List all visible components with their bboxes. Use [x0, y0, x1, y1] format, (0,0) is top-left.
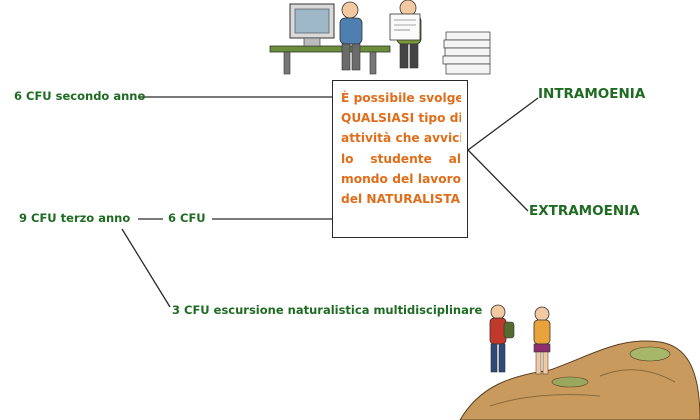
box-line: attività che avvicini [341, 131, 461, 146]
box-line: mondo del lavoro [341, 171, 461, 186]
label-extramoenia: EXTRAMOENIA [529, 203, 640, 219]
label-intramoenia: INTRAMOENIA [538, 86, 646, 102]
line-third-year-to-excursion [121, 228, 171, 308]
line-box-to-extramoenia [467, 149, 529, 212]
hikers-on-hill-illustration-icon [459, 304, 700, 420]
box-line: del NATURALISTA. [341, 192, 461, 207]
box-line: QUALSIASI tipo di [341, 111, 461, 126]
label-6-cfu: 6 CFU [168, 211, 206, 225]
line-box-to-intramoenia [467, 97, 539, 151]
activity-description-box: È possibile svolgere QUALSIASI tipo di a… [332, 80, 468, 238]
label-excursion: 3 CFU escursione naturalistica multidisc… [172, 303, 483, 317]
label-third-year: 9 CFU terzo anno [19, 211, 131, 225]
box-line: lo studente al [341, 151, 461, 166]
label-second-year: 6 CFU secondo anno [14, 89, 146, 103]
box-line: È possibile svolgere [341, 91, 461, 105]
office-workers-illustration-icon [269, 0, 491, 75]
